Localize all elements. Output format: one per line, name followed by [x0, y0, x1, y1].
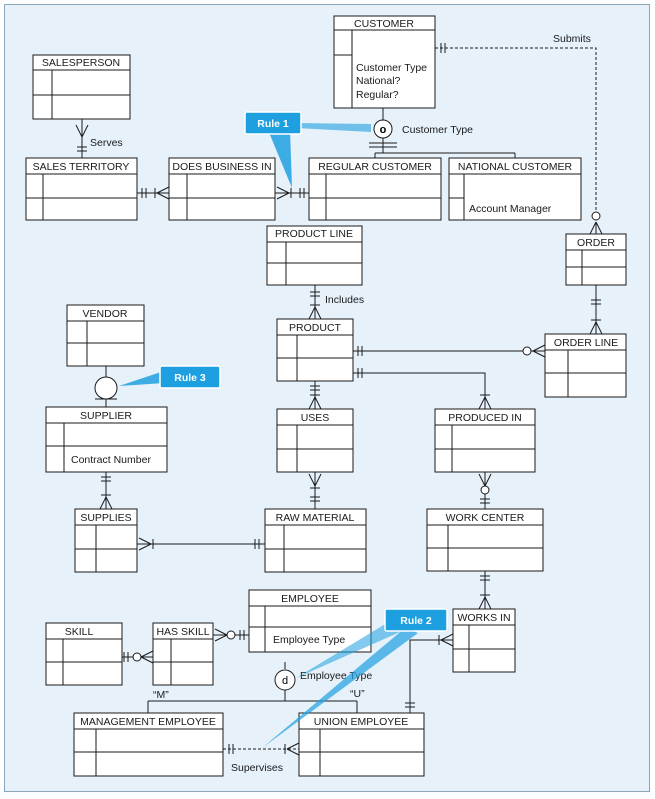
entity-has-skill: HAS SKILL	[152, 622, 214, 686]
entity-uses-title: USES	[301, 412, 330, 424]
entity-produced-in: PRODUCED IN	[434, 408, 536, 473]
entity-supplier: SUPPLIER Contract Number	[45, 406, 168, 473]
supervises-label: Supervises	[231, 762, 283, 774]
entity-management-employee-title: MANAGEMENT EMPLOYEE	[80, 716, 216, 728]
entity-regular-customer-title: REGULAR CUSTOMER	[318, 161, 432, 173]
serves-label: Serves	[90, 137, 123, 149]
entity-does-business-in: DOES BUSINESS IN	[168, 157, 276, 221]
entity-order-line: ORDER LINE	[544, 333, 627, 398]
customer-attr-national: National?	[356, 75, 401, 87]
employee-subtype-symbol: d	[274, 669, 296, 691]
entity-has-skill-title: HAS SKILL	[156, 626, 209, 638]
entity-management-employee: MANAGEMENT EMPLOYEE	[73, 712, 224, 777]
includes-label: Includes	[325, 294, 364, 306]
entity-national-customer-title: NATIONAL CUSTOMER	[458, 161, 573, 173]
entity-regular-customer: REGULAR CUSTOMER	[308, 157, 442, 221]
callout-rule-1-label: Rule 1	[257, 118, 289, 130]
callout-rule-2-label: Rule 2	[400, 615, 432, 627]
entity-skill: SKILL	[45, 622, 123, 686]
entity-union-employee: UNION EMPLOYEE	[298, 712, 425, 777]
callout-rule-3: Rule 3	[119, 365, 221, 389]
entity-salesperson: SALESPERSON	[32, 54, 131, 120]
entity-product-line: PRODUCT LINE	[266, 225, 363, 286]
submits-label: Submits	[553, 33, 591, 45]
entity-does-business-in-title: DOES BUSINESS IN	[172, 161, 271, 173]
customer-attr-regular: Regular?	[356, 89, 399, 101]
entity-order-title: ORDER	[577, 237, 615, 249]
entity-salesperson-title: SALESPERSON	[42, 57, 120, 69]
callout-rule-2: Rule 2	[262, 608, 448, 748]
national-customer-attr-manager: Account Manager	[469, 203, 552, 215]
entity-supplies-title: SUPPLIES	[80, 512, 131, 524]
entity-produced-in-title: PRODUCED IN	[448, 412, 522, 424]
entity-uses: USES	[276, 408, 354, 473]
entity-order-line-title: ORDER LINE	[554, 337, 618, 349]
entity-product-line-title: PRODUCT LINE	[275, 228, 353, 240]
entity-employee: EMPLOYEE Employee Type	[248, 589, 372, 653]
callout-rule-1: Rule 1	[244, 111, 371, 188]
submits-connector	[435, 47, 597, 218]
entity-order: ORDER	[565, 233, 627, 286]
entity-product-title: PRODUCT	[289, 322, 342, 334]
entity-customer-title: CUSTOMER	[354, 18, 414, 30]
entity-sales-territory-title: SALES TERRITORY	[33, 161, 130, 173]
entity-works-in-title: WORKS IN	[457, 612, 510, 624]
entity-raw-material-title: RAW MATERIAL	[276, 512, 355, 524]
entity-national-customer: NATIONAL CUSTOMER Account Manager	[448, 157, 582, 221]
entity-union-employee-title: UNION EMPLOYEE	[314, 716, 409, 728]
employee-subtype-letter: d	[282, 675, 288, 687]
entity-work-center-title: WORK CENTER	[446, 512, 525, 524]
entity-vendor-title: VENDOR	[83, 308, 128, 320]
entity-vendor: VENDOR	[66, 304, 145, 367]
customer-subtype-symbol: o	[373, 119, 393, 139]
entity-skill-title: SKILL	[65, 626, 94, 638]
vendor-supplier-subtype-symbol	[94, 376, 118, 400]
supplier-attr-contract: Contract Number	[71, 454, 151, 466]
entity-customer: CUSTOMER Customer Type National? Regular…	[333, 15, 436, 109]
entity-works-in: WORKS IN	[452, 608, 516, 673]
entity-work-center: WORK CENTER	[426, 508, 544, 572]
customer-subtype-letter: o	[380, 124, 387, 136]
entity-employee-title: EMPLOYEE	[281, 593, 339, 605]
entity-supplier-title: SUPPLIER	[80, 410, 132, 422]
entity-supplies: SUPPLIES	[74, 508, 138, 573]
employee-attr-type: Employee Type	[273, 634, 345, 646]
customer-discriminator-label: Customer Type	[402, 124, 473, 136]
m-label: “M”	[153, 689, 169, 701]
entity-raw-material: RAW MATERIAL	[264, 508, 367, 573]
callout-rule-3-label: Rule 3	[174, 372, 206, 384]
u-label: “U”	[350, 688, 365, 700]
entity-product: PRODUCT	[276, 318, 354, 382]
entity-sales-territory: SALES TERRITORY	[25, 157, 138, 221]
customer-attr-type: Customer Type	[356, 62, 427, 74]
